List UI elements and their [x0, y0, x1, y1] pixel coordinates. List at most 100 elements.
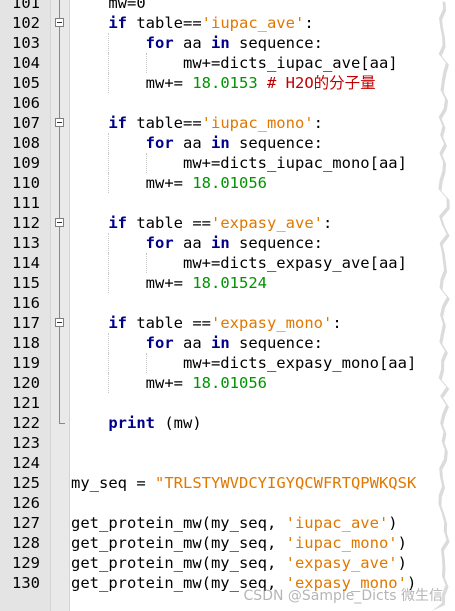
fold-guide-line — [59, 293, 60, 313]
code-token-text: : — [304, 14, 314, 32]
code-token-text: ) — [397, 554, 407, 572]
code-token-text: : — [322, 214, 333, 232]
code-line[interactable]: 115 mw+= 18.01524 — [0, 273, 438, 293]
code-token-kw: if — [108, 14, 127, 32]
code-text: mw+= 18.01056 — [71, 173, 267, 193]
code-line[interactable]: 121 — [0, 393, 438, 413]
code-line[interactable]: 114 mw+=dicts_expasy_ave[aa] — [0, 253, 438, 273]
code-line[interactable]: 107 if table=='iupac_mono': — [0, 113, 438, 133]
code-token-str: 'expasy_mono' — [285, 574, 407, 592]
indent-guide — [108, 153, 110, 173]
code-text: if table=='iupac_ave': — [71, 13, 314, 33]
code-line[interactable]: 108 for aa in sequence: — [0, 133, 438, 153]
indent-guide — [108, 373, 110, 393]
code-line[interactable]: 116 — [0, 293, 438, 313]
code-token-text: sequence: — [229, 234, 323, 252]
code-token-text — [71, 234, 146, 252]
code-line[interactable]: 120 mw+= 18.01056 — [0, 373, 438, 393]
code-text: get_protein_mw(my_seq, 'iupac_ave') — [71, 513, 398, 533]
code-token-text: mw+= — [71, 374, 193, 392]
code-text: get_protein_mw(my_seq, 'expasy_mono') — [71, 573, 416, 593]
code-token-text: mw+= — [71, 274, 193, 292]
fold-minus-icon[interactable] — [55, 118, 64, 127]
watermark-text: CSDN @Sample_Dicts 微生信 — [243, 588, 443, 604]
code-line[interactable]: 111 — [0, 193, 438, 213]
fold-minus-icon[interactable] — [55, 318, 64, 327]
code-line[interactable]: 123 — [0, 433, 438, 453]
fold-minus-icon[interactable] — [55, 218, 64, 227]
code-line[interactable]: 118 for aa in sequence: — [0, 333, 438, 353]
fold-guide-line — [59, 133, 60, 153]
line-number: 128 — [12, 534, 40, 552]
code-token-text — [71, 214, 108, 232]
code-line[interactable]: 101 mw=0 — [0, 0, 438, 13]
line-number: 104 — [12, 54, 40, 72]
code-text: for aa in sequence: — [71, 233, 323, 253]
fold-guide-line — [59, 193, 60, 213]
code-line[interactable]: 102 if table=='iupac_ave': — [0, 13, 438, 33]
code-line[interactable]: 122 print (mw) — [0, 413, 438, 433]
code-token-num: 18.01056 — [192, 174, 267, 192]
line-number: 125 — [12, 474, 40, 492]
indent-guide — [108, 353, 110, 373]
code-line[interactable]: 124 — [0, 453, 438, 473]
code-token-text — [71, 334, 146, 352]
code-line[interactable]: 109 mw+=dicts_iupac_mono[aa] — [0, 153, 438, 173]
line-number: 105 — [12, 74, 40, 92]
line-number: 109 — [12, 154, 40, 172]
code-line[interactable]: 104 mw+=dicts_iupac_ave[aa] — [0, 53, 438, 73]
code-token-kw: in — [210, 134, 230, 152]
code-line[interactable]: 112 if table =='expasy_ave': — [0, 213, 438, 233]
code-token-text: (mw) — [155, 414, 202, 432]
fold-guide-line — [59, 413, 60, 423]
code-text: print (mw) — [71, 413, 202, 433]
code-line[interactable]: 113 for aa in sequence: — [0, 233, 438, 253]
line-number: 101 — [12, 0, 40, 12]
code-token-text: mw=0 — [71, 0, 146, 12]
fold-minus-icon[interactable] — [55, 18, 64, 27]
line-number: 114 — [12, 254, 40, 272]
line-number: 118 — [12, 334, 40, 352]
fold-margin — [50, 0, 70, 611]
code-line[interactable]: 110 mw+= 18.01056 — [0, 173, 438, 193]
code-token-text: mw+=dicts_expasy_ave[aa] — [71, 254, 407, 272]
fold-guide-line — [59, 0, 60, 13]
code-text: mw+= 18.01524 — [71, 273, 267, 293]
line-number: 117 — [12, 314, 40, 332]
code-token-text: mw+=dicts_iupac_mono[aa] — [71, 154, 407, 172]
code-token-text: my_seq = — [71, 474, 155, 492]
code-token-text: : — [332, 314, 342, 332]
code-token-kw: if — [108, 114, 127, 132]
code-token-text: get_protein_mw(my_seq, — [71, 554, 286, 572]
code-token-text: : — [313, 114, 323, 132]
code-line[interactable]: 119 mw+=dicts_expasy_mono[aa] — [0, 353, 438, 373]
code-line[interactable]: 105 mw+= 18.0153 # H2O的分子量 — [0, 73, 438, 93]
code-token-text: mw+= — [71, 174, 193, 192]
code-line[interactable]: 126 — [0, 493, 438, 513]
indent-guide — [108, 333, 110, 353]
fold-guide-line — [59, 127, 60, 133]
code-line[interactable]: 117 if table =='expasy_mono': — [0, 313, 438, 333]
indent-guide — [145, 353, 147, 373]
line-number: 113 — [12, 234, 40, 252]
code-token-text: ) — [388, 514, 398, 532]
code-token-str: 'iupac_mono' — [201, 114, 314, 132]
code-text: mw=0 — [71, 0, 146, 13]
code-token-text: aa — [173, 134, 211, 152]
line-number: 121 — [12, 394, 40, 412]
code-token-text: get_protein_mw(my_seq, — [71, 514, 286, 532]
code-token-text: table == — [127, 314, 211, 332]
code-token-str: 'iupac_mono' — [285, 534, 398, 552]
code-line[interactable]: 106 — [0, 93, 438, 113]
code-token-str: 'expasy_ave' — [285, 554, 398, 572]
code-line[interactable]: 103 for aa in sequence: — [0, 33, 438, 53]
fold-guide-line — [59, 73, 60, 93]
line-number: 120 — [12, 374, 40, 392]
code-token-text — [71, 14, 108, 32]
